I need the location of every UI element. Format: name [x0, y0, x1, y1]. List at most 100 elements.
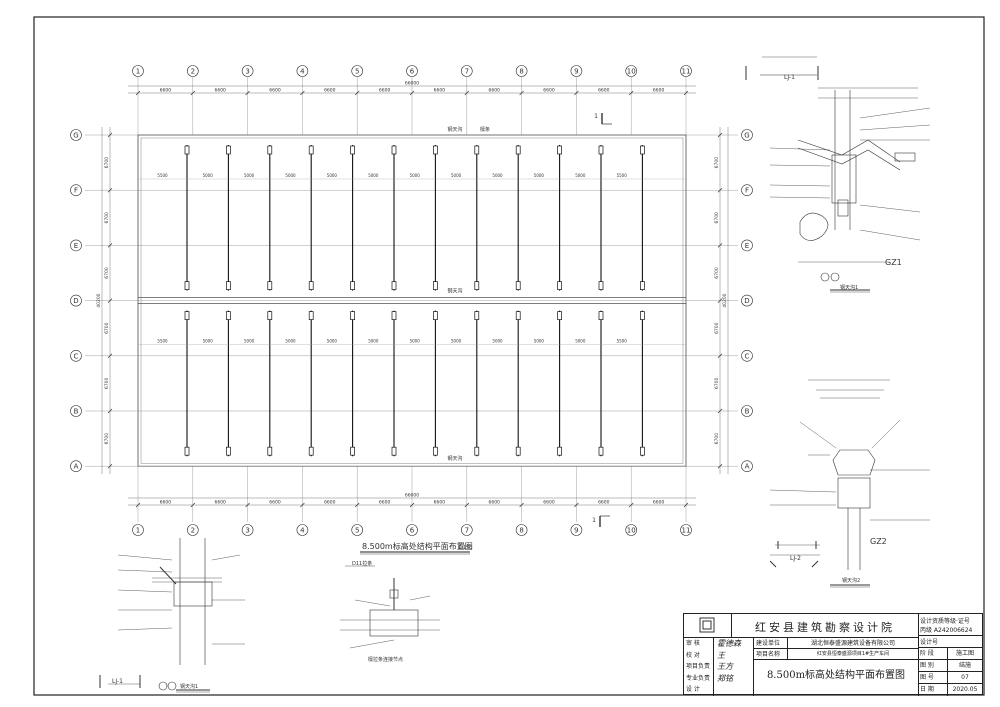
dimension-tick [107, 132, 113, 138]
turnbuckle [474, 281, 480, 290]
dimension-tick [107, 187, 113, 193]
axis-bubble [296, 65, 309, 77]
bay-dimension: 6600 [434, 500, 446, 506]
axis-bubble [515, 65, 528, 77]
axis-bubble [741, 460, 753, 473]
axis-letter-left: G [73, 132, 78, 140]
dimension-tick [107, 298, 113, 303]
turnbuckle [308, 311, 314, 320]
drawing-title: 8.500m标高处结构平面布置图 [766, 670, 906, 681]
bay-dimension: 6600 [653, 88, 665, 94]
axis-bubble [70, 349, 82, 362]
dimension-tick [464, 90, 470, 96]
dimension-tick [354, 502, 360, 508]
axis-bubble [460, 65, 473, 77]
dimension-tick [628, 90, 634, 96]
detail-gutter-b: 钢天沟2 [842, 577, 860, 584]
axis-letter-right: A [745, 463, 750, 471]
axis-bubble [515, 524, 528, 536]
dimension-tick [683, 90, 689, 96]
detail-lj2 [769, 379, 930, 588]
row-divider [684, 637, 918, 638]
dimension-tick [717, 132, 723, 138]
axis-letter-right: F [745, 187, 749, 195]
axis-number-bottom: 11 [682, 527, 691, 535]
detail-node-title: 檩拉条连接节点 [368, 656, 403, 663]
detail-lj1b-label: LJ-1 [112, 678, 123, 685]
detail-gutter-a: 钢天沟1 [840, 284, 858, 291]
dimension-tick [464, 502, 470, 508]
dimension-tick [717, 187, 723, 193]
bay-dimension: 6600 [379, 88, 391, 94]
sheet-info: 阶 段 施工图 图 别 结施 图 号 07 日 期 2020.05 [918, 648, 984, 696]
row-dimension: 6700 [104, 433, 110, 445]
dimension-tick [574, 502, 579, 508]
dimension-tick [135, 90, 141, 96]
row-dimension: 6700 [714, 157, 720, 169]
row-dimension: 6700 [104, 378, 110, 390]
axis-bubble [741, 184, 753, 196]
axis-number-top: 6 [410, 68, 415, 76]
axis-letter-right: B [745, 408, 750, 416]
turnbuckle [350, 446, 355, 456]
row-dimension: 6700 [714, 433, 720, 445]
turnbuckle [267, 311, 273, 320]
bay-dimension: 6600 [543, 88, 555, 94]
axis-number-top: 1 [136, 68, 140, 76]
axis-bubble [187, 65, 199, 77]
span-label: 5000 [203, 173, 214, 178]
turnbuckle [474, 446, 480, 456]
axis-bubble [680, 65, 692, 77]
project-label: 项目名称 [754, 649, 788, 660]
axis-number-top: 7 [465, 68, 469, 76]
dimension-tick [717, 298, 723, 303]
row-divider [918, 647, 982, 648]
dimension-tick [717, 353, 723, 359]
dimension-tick [245, 502, 250, 508]
axis-number-bottom: 8 [519, 527, 523, 535]
dimension-tick [190, 90, 196, 96]
turnbuckle [515, 145, 521, 155]
bay-dimension: 6600 [269, 88, 281, 94]
row-dimension: 6700 [714, 212, 720, 224]
span-label: 5000 [285, 173, 296, 178]
row-divider [918, 635, 982, 636]
axis-letter-left: B [74, 408, 79, 416]
axis-number-top: 4 [300, 68, 305, 76]
gutter-note-top: 钢天沟 [447, 126, 462, 133]
axis-letter-left: F [74, 187, 78, 195]
turnbuckle [640, 311, 645, 320]
dimension-tick [300, 90, 305, 96]
axis-bubble [187, 524, 199, 536]
turnbuckle [226, 281, 231, 290]
axis-bubble [570, 65, 583, 77]
bay-dimension: 6600 [324, 500, 336, 506]
detail-lj1-label: LJ-1 [784, 74, 795, 81]
institute-name: 红安县建筑勘察设计院 [755, 621, 895, 634]
axis-letter-left: E [74, 242, 78, 250]
bay-dimension: 6600 [488, 500, 500, 506]
turnbuckle [226, 446, 231, 456]
section-mark-label: 1 [594, 113, 598, 120]
role-design: 设 计 [686, 686, 700, 694]
turnbuckle [433, 311, 438, 320]
axis-number-top: 2 [191, 68, 195, 76]
axis-letter-right: G [744, 132, 749, 140]
stage-label: 阶 段 [918, 648, 948, 660]
axis-bubble [296, 524, 309, 536]
span-label: 5500 [157, 339, 168, 344]
dimension-tick [683, 502, 689, 508]
detail-gutter-c: 钢天沟1 [180, 683, 198, 690]
axis-bubble [132, 65, 144, 77]
span-label: 5000 [575, 339, 586, 344]
dimension-tick [107, 243, 113, 248]
axis-bubble [741, 129, 753, 141]
role-discipline-lead: 专业负责 [686, 674, 711, 682]
span-label: 5500 [617, 173, 628, 178]
axis-number-bottom: 10 [627, 527, 636, 535]
turnbuckle [184, 446, 190, 456]
total-height-dimension: 40200 [722, 293, 728, 307]
sheet-border [33, 16, 985, 696]
axis-letter-left: C [74, 352, 79, 360]
turnbuckle [598, 145, 604, 155]
